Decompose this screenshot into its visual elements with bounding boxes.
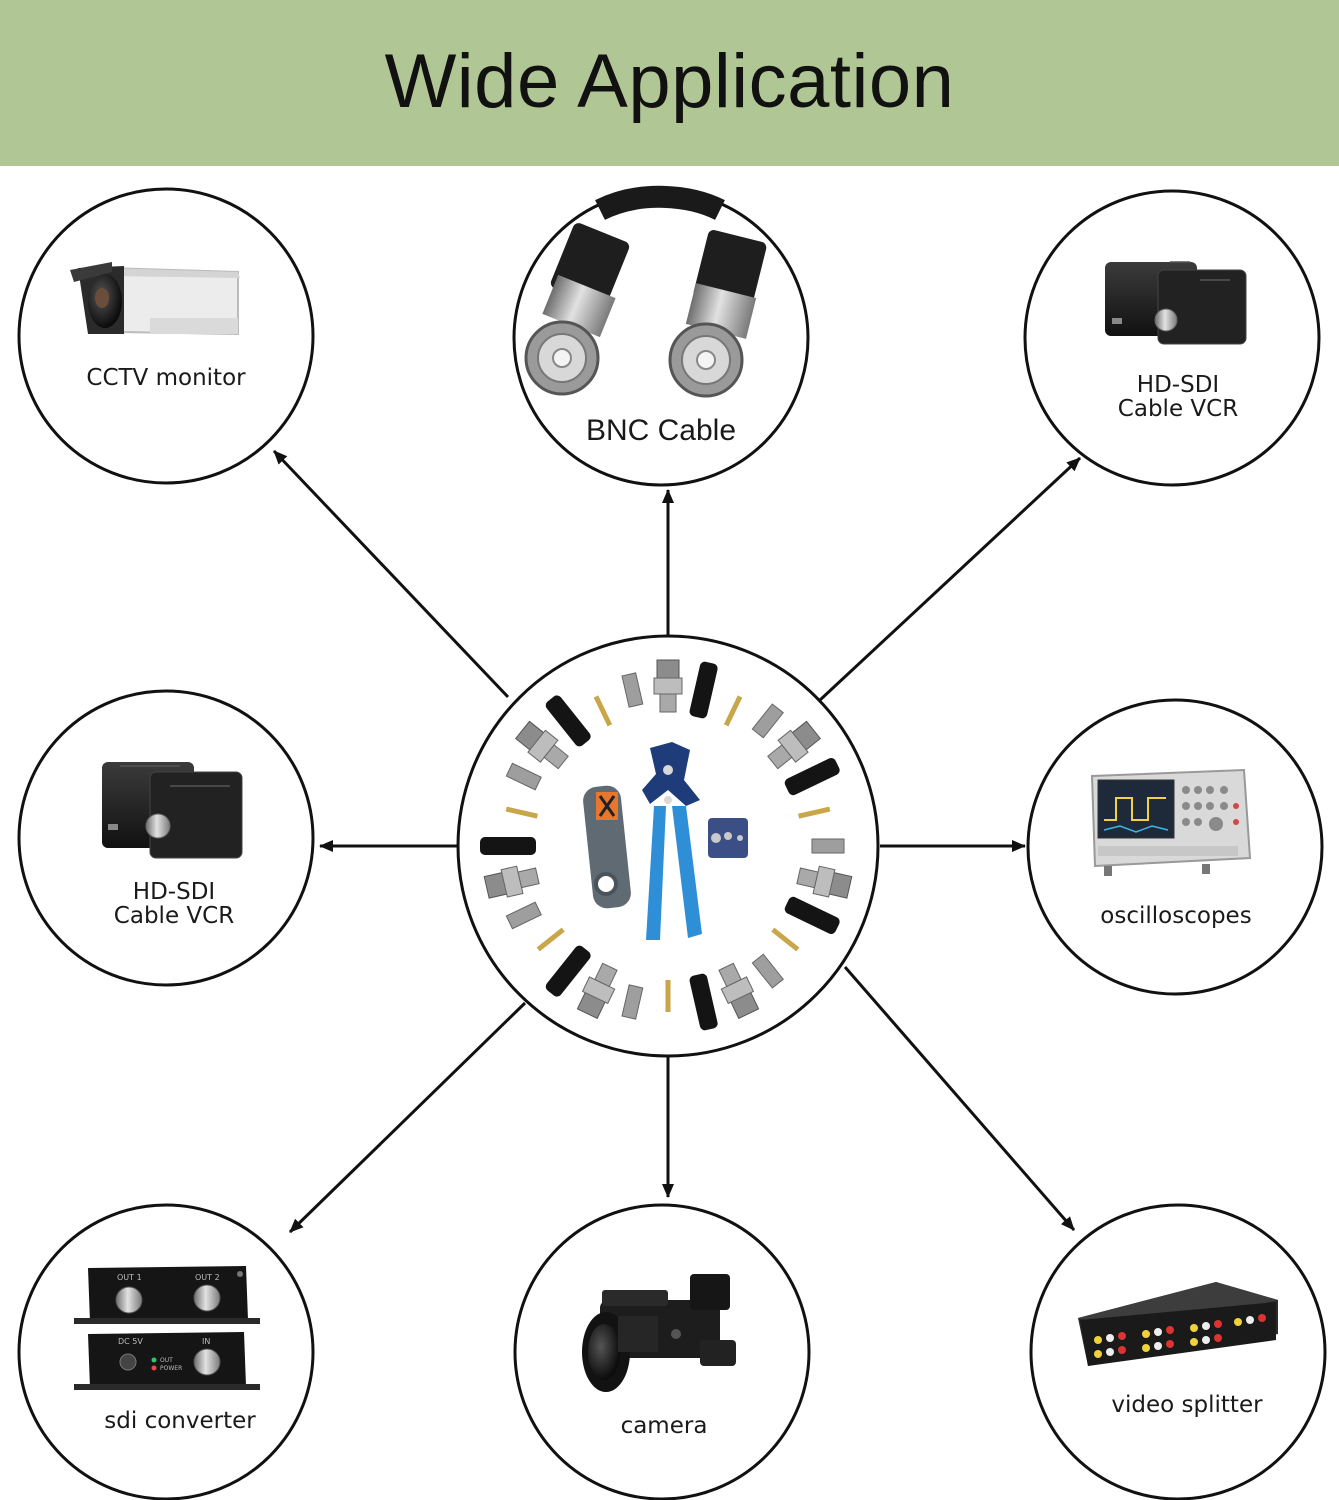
center-pin-icon [536,927,565,952]
crimp-ferrule-icon [751,953,784,989]
port-label-dc5v: DC 5V [118,1337,143,1346]
port-label-out1: OUT 1 [117,1273,142,1282]
node-label-splitter: video splitter [1111,1392,1263,1418]
bnc-connector-icon [767,720,821,770]
node-circle-hdsdi-right [1023,189,1321,487]
arrow-to-hdsdi-right [818,456,1082,702]
center-pin-icon [798,806,831,819]
node-label-hdsdi-left: HD-SDI Cable VCR [113,879,235,929]
heat-shrink-sleeve-icon [689,661,718,719]
center-pin-icon [723,695,743,727]
video-splitter-icon [1078,1282,1278,1366]
hd-sdi-extender-icon [102,762,243,859]
page-title: Wide Application [384,38,955,124]
center-circle [456,634,880,1058]
node-circle-oscilloscope [1026,698,1324,996]
led-label-power: POWER [160,1365,182,1372]
node-label-hdsdi-right: HD-SDI Cable VCR [1117,372,1239,422]
center-pin-icon [505,806,538,819]
arrow-to-cctv [272,449,510,699]
crimp-ferrule-icon [621,984,644,1020]
heat-shrink-sleeve-icon [689,973,718,1031]
center-pin-icon [593,695,613,727]
node-label-sdi-converter: sdi converter [104,1408,256,1434]
bnc-crimping-kit [480,659,853,1031]
bnc-connector-icon [796,865,853,899]
heat-shrink-sleeve-icon [545,695,591,747]
video-camera-icon [582,1274,736,1392]
node-label-bnc: BNC Cable [585,414,737,447]
crimp-die-icon [708,818,748,858]
heat-shrink-sleeve-icon [480,837,536,855]
port-label-in: IN [202,1337,210,1346]
led-label-out: OUT [160,1357,173,1364]
node-label-cctv: CCTV monitor [86,365,246,391]
sdi-converter-icon: OUT 1 OUT 2 DC 5V IN OUT POWER [74,1266,260,1390]
crimp-ferrule-icon [811,838,845,854]
coax-stripper-icon [583,785,631,909]
crimp-ferrule-icon [751,703,784,739]
crimping-tool-icon [642,742,702,940]
node-circle-cctv [17,187,315,485]
crimp-ferrule-icon [505,901,542,930]
heat-shrink-sleeve-icon [784,758,840,796]
crimp-ferrule-icon [505,762,542,791]
bnc-connector-icon [576,962,618,1020]
node-circle-splitter [1029,1203,1327,1500]
node-circle-hdsdi-left [17,689,315,987]
bnc-connector-icon [653,659,683,713]
bnc-cable-icon [524,185,767,398]
node-label-oscilloscope: oscilloscopes [1100,903,1252,929]
heat-shrink-sleeve-icon [545,945,591,997]
center-pin-icon [771,927,800,952]
bnc-connector-icon [483,865,540,899]
node-circle-camera [513,1203,811,1500]
oscilloscope-icon [1090,768,1252,876]
crimp-ferrule-icon [621,672,644,708]
bnc-connector-icon [718,962,760,1020]
node-circle-sdi-converter [17,1203,315,1500]
bnc-connector-icon [515,720,569,770]
cctv-camera-icon [70,262,240,336]
hd-sdi-extender-icon [1105,261,1247,345]
node-label-camera: camera [620,1413,708,1439]
node-circles [17,187,1327,1500]
arrow-to-splitter [843,966,1076,1231]
heat-shrink-sleeve-icon [784,896,840,934]
title-banner: Wide Application [0,0,1339,166]
connector-ring [480,659,853,1031]
port-label-out2: OUT 2 [195,1273,220,1282]
center-pin-icon [665,980,671,1012]
connector-arrows [272,449,1082,1234]
arrow-to-sdi-converter [288,1001,527,1234]
